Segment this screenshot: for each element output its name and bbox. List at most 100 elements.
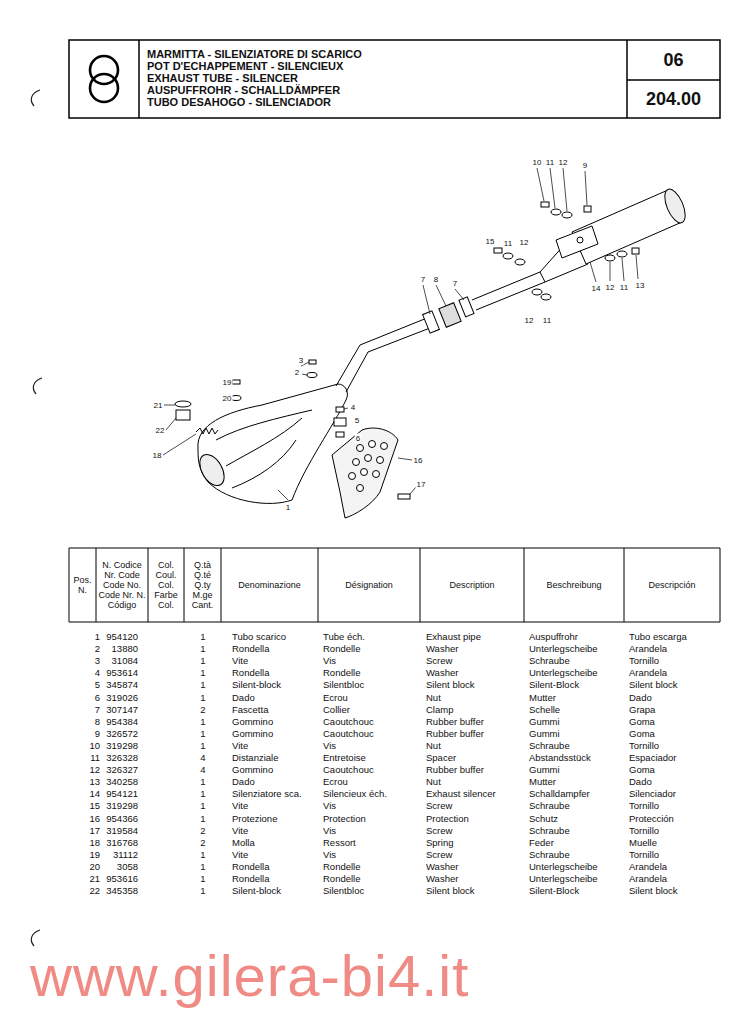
table-cell: Schraube: [529, 800, 570, 812]
table-cell: Screw: [426, 655, 452, 667]
table-cell: 31112: [102, 849, 138, 861]
callout-number: 6: [355, 434, 361, 443]
table-cell: Spring: [426, 837, 453, 849]
table-cell: 1: [196, 800, 210, 812]
table-cell: Tornillo: [629, 655, 659, 667]
table-cell: 1: [196, 788, 210, 800]
table-cell: Molla: [232, 837, 255, 849]
table-cell: 1: [196, 728, 210, 740]
callout-number: 2: [294, 368, 300, 377]
table-cell: 17: [76, 825, 100, 837]
table-cell: 319026: [102, 692, 138, 704]
table-cell: 954121: [102, 788, 138, 800]
table-cell: 953614: [102, 667, 138, 679]
table-cell: Tornillo: [629, 849, 659, 861]
table-cell: Protection: [426, 813, 469, 825]
table-cell: 345874: [102, 679, 138, 691]
table-cell: 7: [76, 704, 100, 716]
table-cell: Clamp: [426, 704, 453, 716]
table-cell: 316768: [102, 837, 138, 849]
callout-number: 18: [152, 451, 163, 460]
table-cell: Silencieux éch.: [323, 788, 387, 800]
table-cell: 6: [76, 692, 100, 704]
callout-number: 12: [558, 158, 569, 167]
table-cell: Tornillo: [629, 740, 659, 752]
table-cell: Mutter: [529, 692, 556, 704]
logo: [90, 56, 118, 102]
table-cell: Arandela: [629, 873, 667, 885]
page-code: 06: [663, 50, 683, 71]
table-cell: Rondella: [232, 861, 270, 873]
table-header: Denominazione: [221, 549, 318, 621]
table-cell: 319298: [102, 740, 138, 752]
page-code: 204.00: [646, 89, 701, 110]
table-cell: 2: [196, 704, 210, 716]
table-cell: Vite: [232, 800, 248, 812]
callout-number: 21: [153, 401, 164, 410]
table-cell: Rondella: [232, 643, 270, 655]
table-header: Description: [420, 549, 524, 621]
table-cell: Silent block: [629, 885, 678, 897]
table-cell: 19: [76, 849, 100, 861]
table-cell: Dado: [232, 692, 255, 704]
callout-number: 11: [542, 316, 552, 325]
table-cell: Exhaust pipe: [426, 631, 481, 643]
table-header: Q.tà Q.té Q.ty M.ge Cant.: [184, 549, 221, 621]
table-cell: Caoutchouc: [323, 728, 374, 740]
table-cell: 1: [196, 692, 210, 704]
table-cell: 3: [76, 655, 100, 667]
table-cell: Collier: [323, 704, 350, 716]
table-cell: Vis: [323, 740, 336, 752]
table-cell: 1: [196, 849, 210, 861]
callout-number: 11: [619, 283, 629, 292]
callout-number: 9: [582, 161, 588, 170]
table-cell: Schraube: [529, 849, 570, 861]
callout-number: 3: [298, 356, 304, 365]
table-cell: 16: [76, 813, 100, 825]
table-cell: Screw: [426, 825, 452, 837]
watermark: www.gilera-bi4.it: [30, 944, 469, 1008]
table-cell: 1: [196, 813, 210, 825]
callout-number: 15: [485, 237, 496, 246]
table-cell: 1: [196, 885, 210, 897]
table-cell: Arandela: [629, 861, 667, 873]
table-cell: 1: [196, 861, 210, 873]
table-cell: Nut: [426, 692, 441, 704]
title-line: AUSPUFFROHR - SCHALLDÄMPFER: [147, 84, 627, 96]
table-cell: Rubber buffer: [426, 716, 484, 728]
callout-number: 19: [222, 378, 233, 387]
table-frame: [69, 548, 720, 622]
table-header: Désignation: [318, 549, 420, 621]
table-cell: Dado: [629, 692, 652, 704]
table-cell: Auspuffrohr: [529, 631, 578, 643]
table-cell: Goma: [629, 728, 655, 740]
section-number: 06: [627, 40, 720, 80]
table-cell: Spacer: [426, 752, 456, 764]
table-cell: Silent-Block: [529, 679, 579, 691]
callout-number: 16: [413, 456, 424, 465]
table-cell: Arandela: [629, 667, 667, 679]
table-cell: Protection: [323, 813, 366, 825]
table-cell: Tubo scarico: [232, 631, 286, 643]
title-line: POT D'ECHAPPEMENT - SILENCIEUX: [147, 60, 627, 72]
table-cell: Rondelle: [323, 667, 361, 679]
table-cell: Rondelle: [323, 643, 361, 655]
table-cell: Dado: [232, 776, 255, 788]
exhaust-drawing: [175, 186, 689, 518]
table-cell: Silenziatore sca.: [232, 788, 302, 800]
callout-number: 7: [452, 279, 458, 288]
table-cell: Mutter: [529, 776, 556, 788]
table-cell: 319298: [102, 800, 138, 812]
table-cell: Nut: [426, 740, 441, 752]
table-cell: Espaciador: [629, 752, 677, 764]
callout-number: 14: [591, 284, 602, 293]
table-cell: Rubber buffer: [426, 728, 484, 740]
table-cell: Exhaust silencer: [426, 788, 496, 800]
title-line: TUBO DESAHOGO - SILENCIADOR: [147, 96, 627, 108]
table-cell: Unterlegscheibe: [529, 643, 598, 655]
table-cell: 9: [76, 728, 100, 740]
callout-number: 17: [416, 480, 427, 489]
table-cell: Tornillo: [629, 825, 659, 837]
callout-number: 11: [545, 158, 555, 167]
table-cell: 319584: [102, 825, 138, 837]
